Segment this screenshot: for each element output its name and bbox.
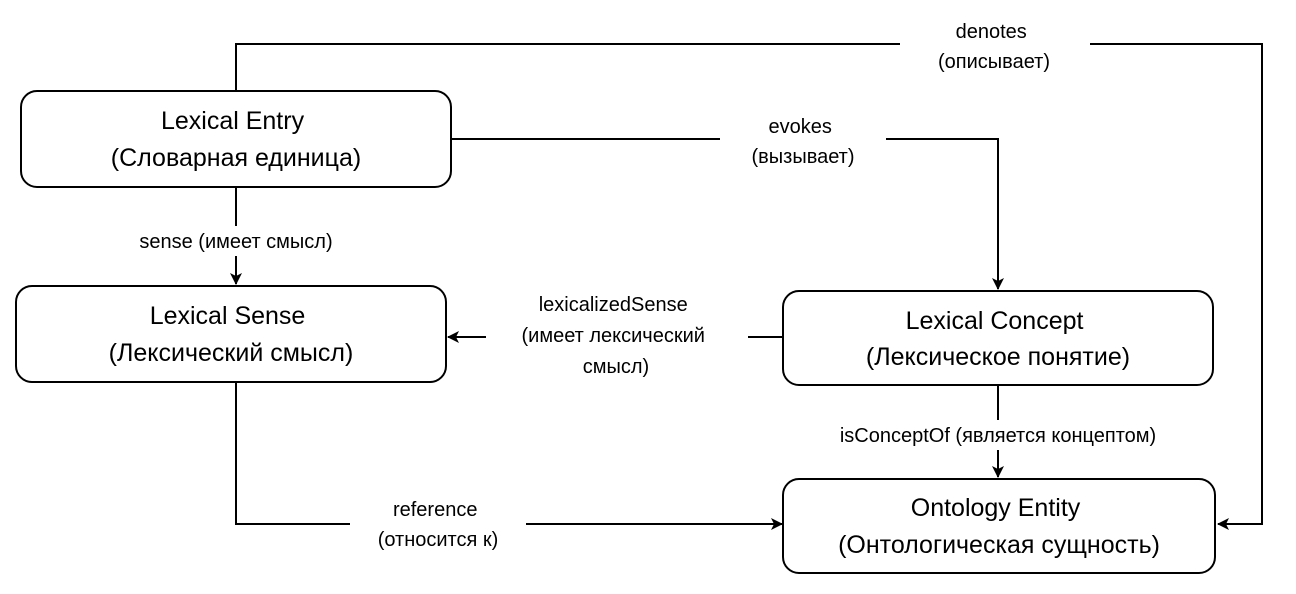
node-lexical-sense-subtitle: (Лексический смысл) (109, 339, 354, 367)
node-ontology-entity-label: Ontology Entity (Онтологическая сущность… (838, 494, 1160, 559)
node-lexical-entry: Lexical Entry (Словарная единица) (20, 90, 452, 188)
edge-lexicalized-sense-label-bg (486, 288, 748, 382)
edge-lexicalized-sense-label-line3: смысл) (583, 356, 649, 378)
edge-lexicalized-sense: lexicalizedSense (имеет лексический смыс… (447, 288, 783, 382)
edge-lexicalized-sense-label-line2: (имеет лексический (521, 325, 704, 347)
node-ontology-entity: Ontology Entity (Онтологическая сущность… (782, 478, 1216, 574)
edge-is-concept-of: isConceptOf (является концептом) (778, 385, 1218, 478)
edge-sense-label-bg (96, 226, 376, 256)
edge-sense-label: sense (имеет смысл) (139, 231, 332, 253)
edge-denotes-label: denotes (описывает) (938, 21, 1050, 73)
node-lexical-sense-title: Lexical Sense (150, 302, 306, 330)
edge-reference-line (235, 382, 783, 530)
node-lexical-entry-box (20, 90, 452, 188)
node-lexical-sense: Lexical Sense (Лексический смысл) (15, 285, 447, 383)
node-ontology-entity-title: Ontology Entity (911, 494, 1081, 522)
edge-evokes-label: evokes (вызывает) (751, 116, 854, 168)
edge-sense: sense (имеет смысл) (96, 187, 376, 285)
edge-denotes-label-bg (900, 14, 1090, 76)
edge-sense-label-line1: sense (имеет смысл) (139, 231, 332, 253)
edge-lexicalized-sense-label-line1: lexicalizedSense (539, 294, 688, 316)
node-lexical-concept-label: Lexical Concept (Лексическое понятие) (866, 307, 1130, 371)
edge-evokes-label-line1: evokes (769, 116, 832, 138)
edge-denotes-label-line2: (описывает) (938, 51, 1050, 73)
edge-reference-label: reference (относится к) (378, 499, 499, 551)
edge-evokes-line (451, 138, 1004, 290)
node-lexical-sense-box (15, 285, 447, 383)
node-lexical-concept-title: Lexical Concept (906, 307, 1084, 335)
edge-is-concept-of-label-bg (778, 420, 1218, 450)
edge-reference-label-bg (350, 492, 526, 554)
edge-reference: reference (относится к) (235, 382, 783, 554)
edge-lexicalized-sense-label: lexicalizedSense (имеет лексический смыс… (521, 294, 710, 378)
edge-evokes-label-line2: (вызывает) (751, 146, 854, 168)
node-lexical-concept: Lexical Concept (Лексическое понятие) (782, 290, 1214, 386)
edge-reference-label-line2: (относится к) (378, 529, 499, 551)
node-ontology-entity-subtitle: (Онтологическая сущность) (838, 531, 1160, 559)
edge-denotes: denotes (описывает) (235, 14, 1263, 530)
node-lexical-concept-box (782, 290, 1214, 386)
node-lexical-entry-title: Lexical Entry (161, 107, 305, 135)
edge-is-concept-of-label: isConceptOf (является концептом) (840, 425, 1156, 447)
edge-evokes-label-bg (720, 111, 886, 171)
node-lexical-sense-label: Lexical Sense (Лексический смысл) (109, 302, 354, 367)
edge-denotes-label-line1: denotes (956, 21, 1027, 43)
node-ontology-entity-box (782, 478, 1216, 574)
node-lexical-concept-subtitle: (Лексическое понятие) (866, 343, 1130, 371)
edge-evokes: evokes (вызывает) (451, 111, 1004, 290)
edge-is-concept-of-label-line1: isConceptOf (является концептом) (840, 425, 1156, 447)
edge-denotes-line (235, 43, 1263, 530)
edge-reference-label-line1: reference (393, 499, 478, 521)
node-lexical-entry-subtitle: (Словарная единица) (111, 144, 361, 172)
node-lexical-entry-label: Lexical Entry (Словарная единица) (111, 107, 361, 172)
